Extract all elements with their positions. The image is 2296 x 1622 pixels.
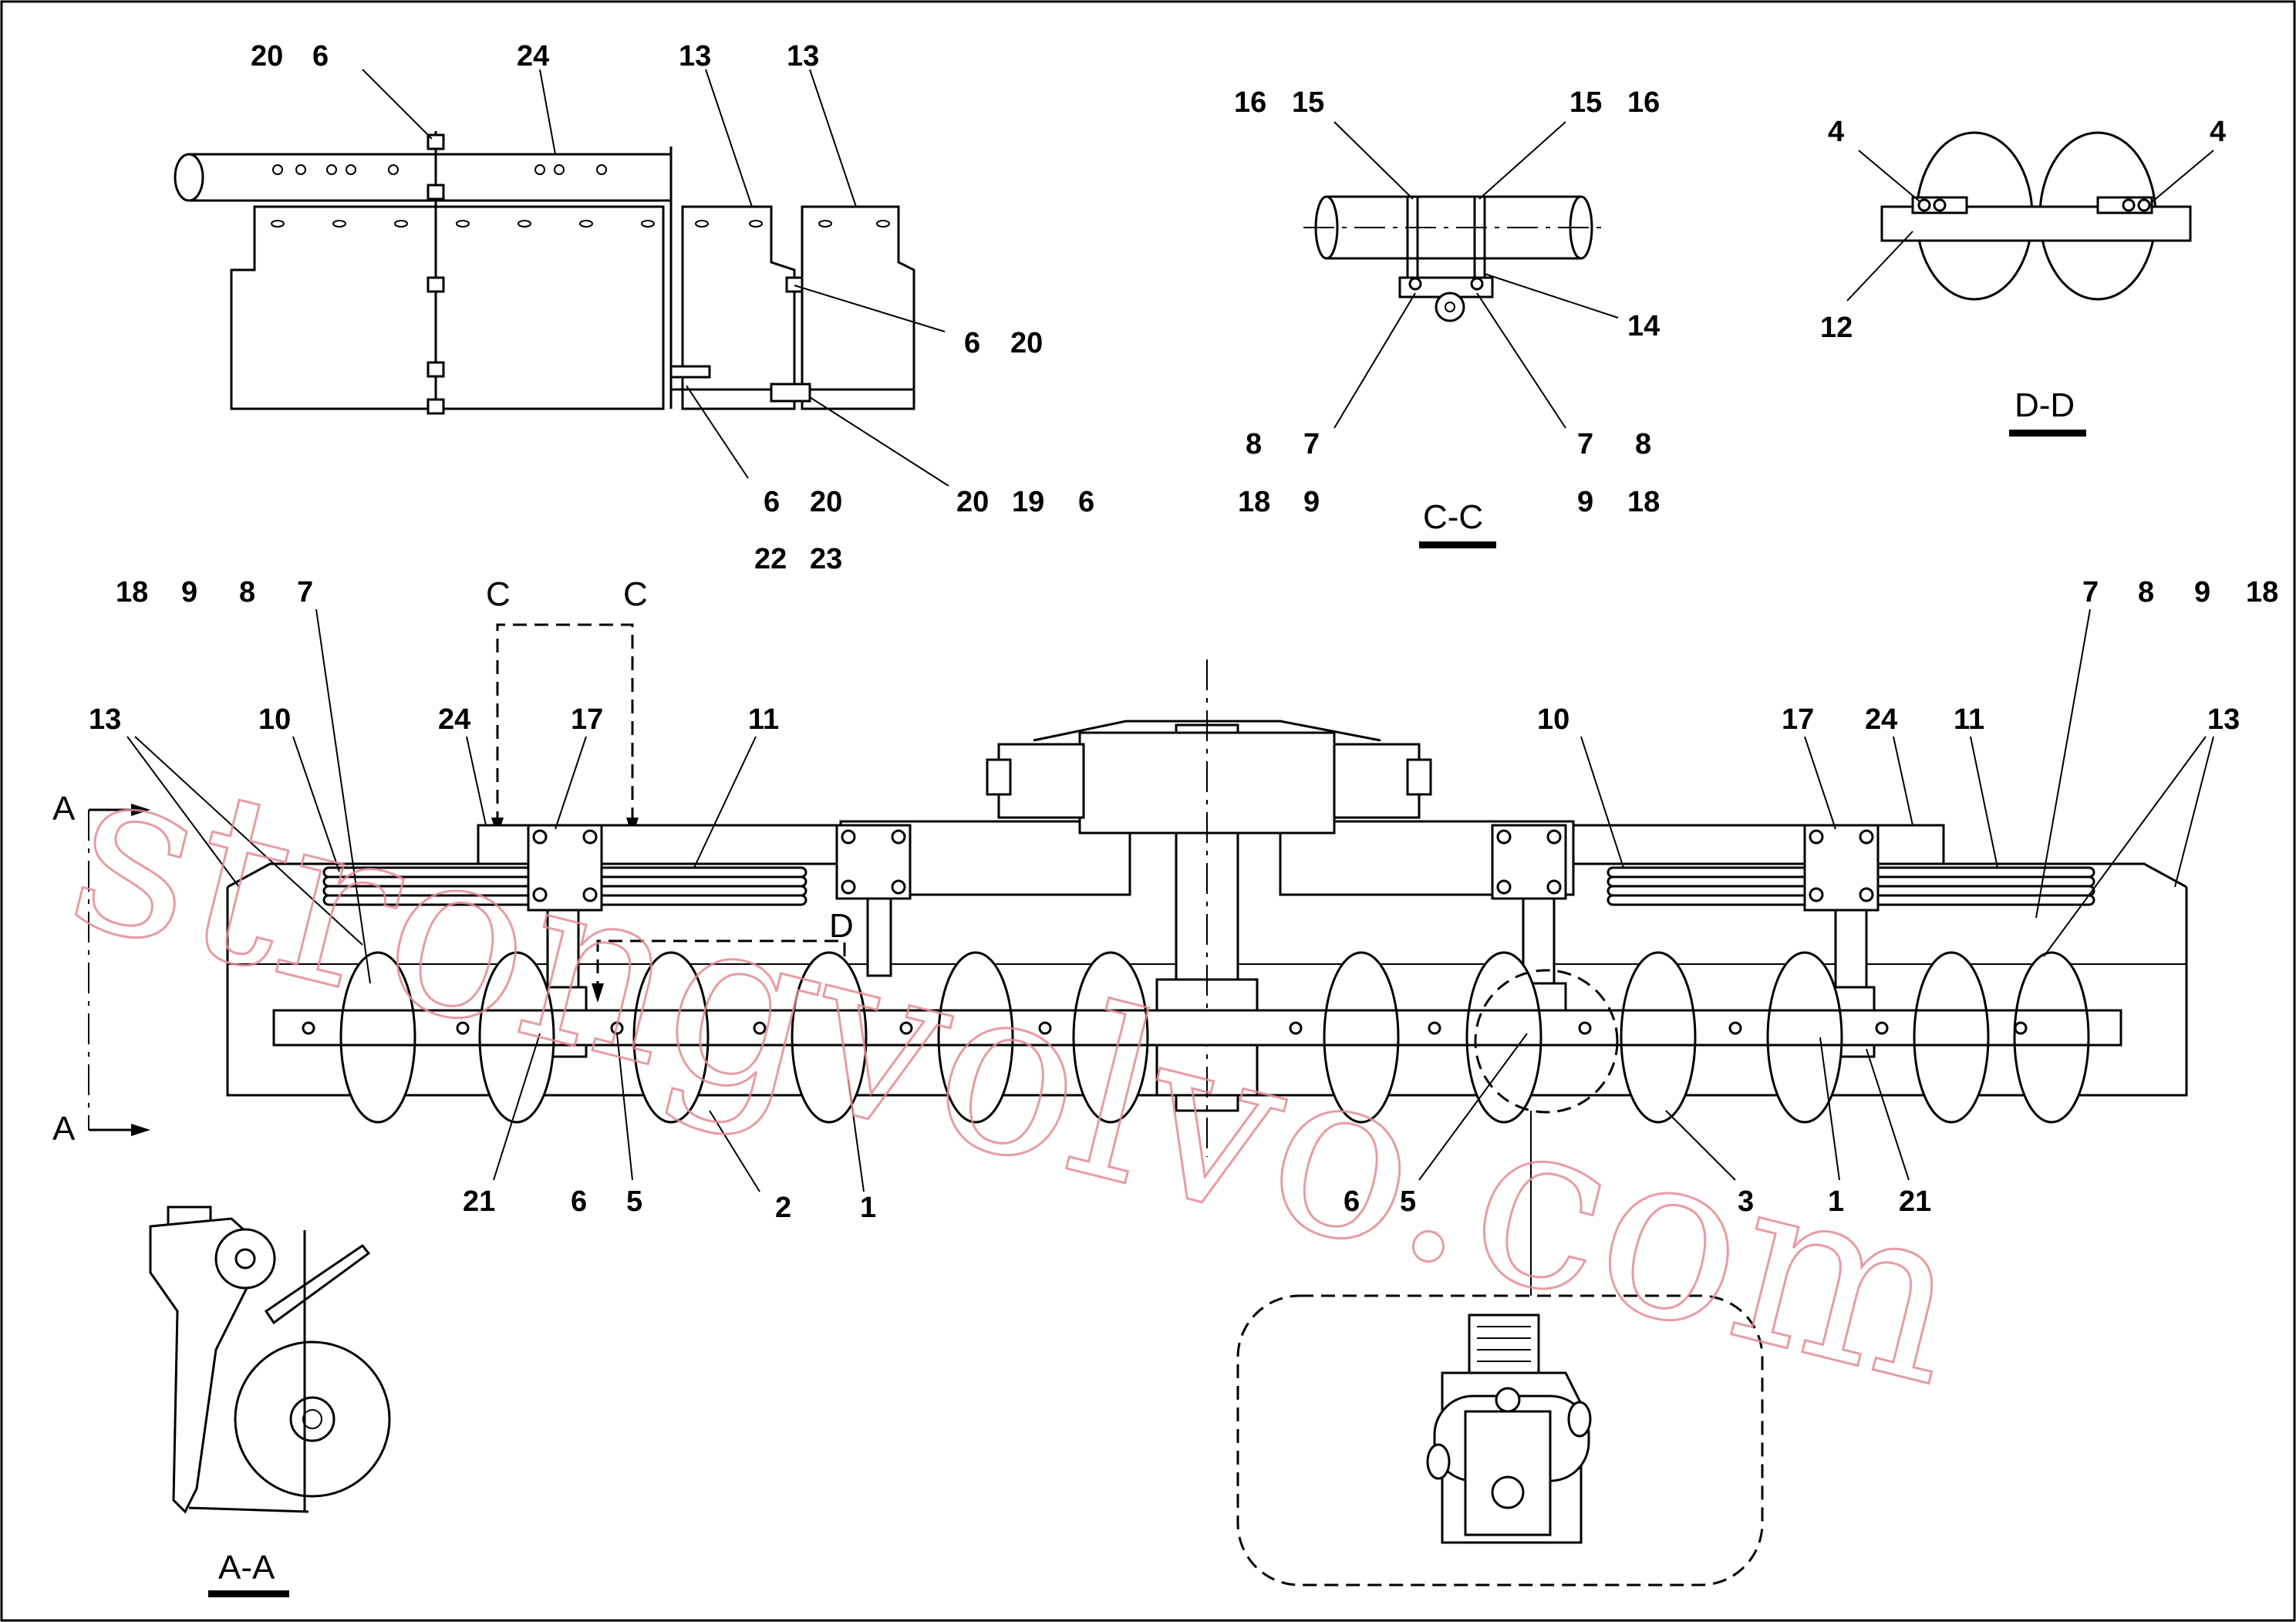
section-dd-underline xyxy=(2009,430,2086,437)
tube-bolts xyxy=(302,1021,2028,1035)
callout-16: 16 xyxy=(1627,86,1660,119)
callout-5: 5 xyxy=(626,1185,642,1218)
callout-22: 22 xyxy=(754,543,787,575)
callout-14: 14 xyxy=(1627,310,1660,342)
callout-6: 6 xyxy=(571,1185,587,1218)
callout-13: 13 xyxy=(2207,703,2240,736)
auger-flights xyxy=(339,951,2090,1124)
callout-12: 12 xyxy=(1820,312,1853,344)
callout-18: 18 xyxy=(1627,486,1660,518)
callout-17: 17 xyxy=(571,703,603,736)
callout-4: 4 xyxy=(1828,116,1844,148)
callout-9: 9 xyxy=(1303,486,1320,518)
callout-6: 6 xyxy=(764,486,780,518)
callout-9: 9 xyxy=(181,576,197,609)
callout-15: 15 xyxy=(1569,86,1602,119)
section-aa: A-A xyxy=(149,1206,391,1597)
cut-marker-d: D xyxy=(829,907,854,945)
callout-7: 7 xyxy=(1303,428,1320,460)
callout-6: 6 xyxy=(964,327,980,359)
section-aa-title: A-A xyxy=(218,1549,275,1587)
callout-1: 1 xyxy=(860,1192,876,1224)
callout-18: 18 xyxy=(1238,486,1270,518)
section-aa-underline xyxy=(208,1590,289,1597)
section-cc-underline xyxy=(1419,541,1496,548)
cut-marker-a-top: A xyxy=(52,790,76,828)
callout-1: 1 xyxy=(1828,1185,1844,1218)
callout-18: 18 xyxy=(116,576,148,609)
detail-view xyxy=(1236,1294,1764,1587)
callout-8: 8 xyxy=(239,576,255,609)
callout-7: 7 xyxy=(2082,576,2099,609)
section-dd: 4 4 12 D-D xyxy=(1820,116,2226,437)
callout-3: 3 xyxy=(1738,1185,1754,1218)
callout-18: 18 xyxy=(2246,576,2278,609)
callout-23: 23 xyxy=(810,543,842,575)
callout-5: 5 xyxy=(1400,1185,1416,1218)
section-cc: 16 15 15 16 14 8 7 7 8 18 9 9 18 C-C xyxy=(1234,86,1660,548)
callout-15: 15 xyxy=(1292,86,1324,119)
callout-21: 21 xyxy=(1899,1185,1931,1218)
callout-9: 9 xyxy=(2194,576,2210,609)
section-cc-title: C-C xyxy=(1423,498,1483,536)
callout-20: 20 xyxy=(251,40,283,73)
callout-7: 7 xyxy=(1577,428,1593,460)
callout-13: 13 xyxy=(679,40,711,73)
section-dd-title: D-D xyxy=(2014,386,2075,424)
callout-10: 10 xyxy=(1537,703,1569,736)
callout-8: 8 xyxy=(1635,428,1651,460)
callout-9: 9 xyxy=(1577,486,1593,518)
callout-24: 24 xyxy=(517,40,549,73)
callout-10: 10 xyxy=(258,703,291,736)
cut-marker-c-right: C xyxy=(623,575,648,613)
callout-20: 20 xyxy=(810,486,842,518)
callout-11: 11 xyxy=(748,703,779,736)
callout-7: 7 xyxy=(297,576,313,609)
callout-13: 13 xyxy=(89,703,121,736)
callout-24: 24 xyxy=(1865,703,1897,736)
callout-2: 2 xyxy=(775,1192,791,1224)
callout-6: 6 xyxy=(1078,486,1094,518)
callout-20: 20 xyxy=(1010,327,1043,359)
callout-20: 20 xyxy=(956,486,989,518)
top-left-view: 20 6 24 13 13 6 20 6 20 20 19 6 22 23 xyxy=(174,40,1094,575)
callout-11: 11 xyxy=(1954,703,1984,736)
callout-17: 17 xyxy=(1782,703,1814,736)
callout-24: 24 xyxy=(438,703,470,736)
callout-16: 16 xyxy=(1234,86,1266,119)
callout-4: 4 xyxy=(2210,116,2226,148)
callout-19: 19 xyxy=(1012,486,1044,518)
callout-21: 21 xyxy=(463,1185,495,1218)
callout-6: 6 xyxy=(1344,1185,1360,1218)
cut-marker-c-left: C xyxy=(486,575,511,613)
callout-8: 8 xyxy=(2138,576,2154,609)
cut-marker-a-bottom: A xyxy=(52,1110,76,1148)
watermark: strongvolvo.com xyxy=(49,710,1987,1438)
callout-6: 6 xyxy=(312,40,329,73)
main-view: A A C C D xyxy=(52,575,2278,1296)
callout-13: 13 xyxy=(787,40,819,73)
callout-8: 8 xyxy=(1246,428,1262,460)
